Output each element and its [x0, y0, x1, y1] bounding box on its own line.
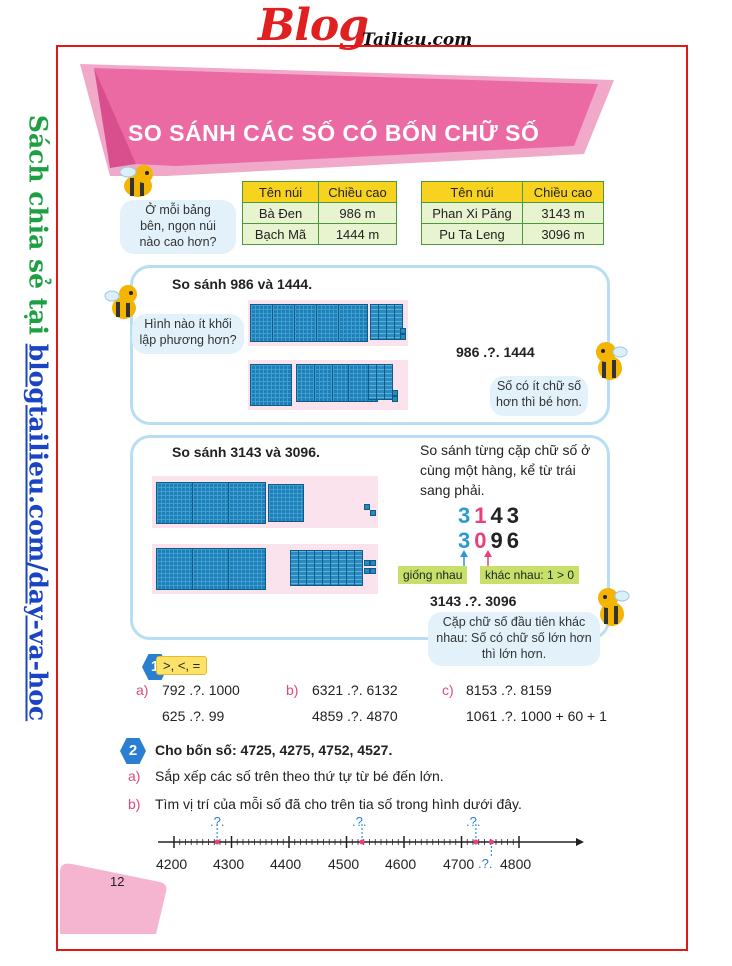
tick-label: 4500 [328, 856, 360, 872]
exercise-1c-item: 1061 .?. 1000 + 60 + 1 [466, 708, 607, 724]
diff-digits-label: khác nhau: 1 > 0 [480, 566, 580, 584]
page-corner [60, 863, 167, 934]
table-cell: 1444 m [318, 223, 397, 245]
exercise-2a-letter: a) [128, 768, 141, 784]
table-cell: Phan Xi Păng [421, 202, 523, 224]
exercise-2b-letter: b) [128, 796, 141, 812]
number-line [158, 838, 584, 846]
instruction-line: So sánh từng cặp chữ số ở [420, 442, 591, 458]
number-line-ticks [173, 824, 520, 856]
number-line-point [359, 839, 365, 845]
exercise-2-title: Cho bốn số: 4725, 4275, 4752, 4527. [155, 742, 393, 758]
panel-2-instruction: So sánh từng cặp chữ số ở cùng một hàng,… [420, 440, 590, 500]
table-cell: Pu Ta Leng [421, 223, 523, 245]
bubble-line: Hình nào ít khối [144, 317, 232, 331]
exercise-1c-item: 8153 .?. 8159 [466, 682, 552, 698]
instruction-line: cùng một hàng, kể từ trái [420, 462, 576, 478]
table-header: Chiều cao [522, 181, 604, 203]
exercise-1-tag: >, <, = [156, 656, 208, 675]
exercise-1b-item: 4859 .?. 4870 [312, 708, 398, 724]
exercise-1a-item: 625 .?. 99 [162, 708, 225, 724]
panel-1-title: So sánh 986 và 1444. [172, 276, 313, 292]
bubble-line: nào cao hơn? [139, 235, 217, 249]
exercise-1a-item: 792 .?. 1000 [162, 682, 240, 698]
page-title: SO SÁNH CÁC SỐ CÓ BỐN CHỮ SỐ [128, 120, 540, 146]
bubble-line: lập phương hơn? [139, 333, 237, 347]
bee-icon [596, 342, 628, 380]
table-cell: Bạch Mã [242, 223, 319, 245]
blocks-1444 [248, 360, 408, 410]
digit-thousands: 3 [458, 503, 475, 528]
number-3143: 3143 [458, 503, 523, 529]
bubble-line: Cặp chữ số đầu tiên khác [442, 615, 586, 629]
number-line-point [488, 839, 494, 845]
instruction-line: sang phải. [420, 482, 485, 498]
compare-panel-2 [130, 435, 610, 640]
exercise-1b-item: 6321 .?. 6132 [312, 682, 398, 698]
side-watermark-link[interactable]: blogtailieu.com/day-va-hoc [23, 343, 53, 722]
bubble-line: bên, ngọn núi [140, 219, 216, 233]
intro-question-bubble: Ở mỗi bảng bên, ngọn núi nào cao hơn? [120, 200, 236, 254]
panel-2-tip-bubble: Cặp chữ số đầu tiên khác nhau: Số có chữ… [428, 612, 600, 666]
bee-icon [119, 165, 153, 197]
page-number: 12 [110, 874, 125, 889]
panel-1-tip-bubble: Số có ít chữ số hơn thì bé hơn. [490, 376, 588, 416]
page-frame [56, 45, 688, 951]
exercise-1b-letter: b) [286, 682, 299, 698]
digit-hundreds: 0 [474, 528, 491, 553]
blocks-3143 [152, 476, 378, 528]
tick-label: 4400 [270, 856, 302, 872]
table-cell: Bà Đen [242, 202, 319, 224]
digit-rest: 96 [490, 528, 523, 553]
side-watermark: Sách chia sẻ tại blogtailieu.com/day-va-… [8, 108, 68, 728]
digit-hundreds: 1 [474, 503, 491, 528]
number-line-marker: .?. [478, 856, 493, 871]
bubble-line: nhau: Số có chữ số lớn hơn [436, 631, 592, 645]
table-cell: 3096 m [522, 223, 604, 245]
digit-thousands: 3 [458, 528, 475, 553]
bubble-line: thì lớn hơn. [481, 647, 547, 661]
tick-label: 4300 [213, 856, 245, 872]
panel-1-question-bubble: Hình nào ít khối lập phương hơn? [132, 314, 244, 354]
blocks-3096 [152, 544, 378, 594]
tick-label: 4800 [500, 856, 532, 872]
panel-2-title: So sánh 3143 và 3096. [172, 444, 320, 460]
title-banner [80, 64, 614, 176]
exercise-1a-letter: a) [136, 682, 149, 698]
table-cell: 3143 m [522, 202, 604, 224]
bubble-line: hơn thì bé hơn. [496, 395, 582, 409]
tick-label: 4600 [385, 856, 417, 872]
exercise-1c-letter: c) [442, 682, 454, 698]
table-header: Chiều cao [318, 181, 397, 203]
bee-icon [598, 588, 630, 626]
exercise-2b-text: Tìm vị trí của mỗi số đã cho trên tia số… [155, 796, 522, 812]
table-cell: 986 m [318, 202, 397, 224]
bubble-line: Ở mỗi bảng [145, 203, 211, 217]
number-line-marker: .?. [210, 814, 225, 829]
same-digits-label: giống nhau [398, 566, 468, 584]
tick-label: 4700 [443, 856, 475, 872]
tick-label: 4200 [156, 856, 188, 872]
number-line-point [214, 839, 220, 845]
panel-2-compare: 3143 .?. 3096 [430, 593, 517, 609]
number-line-marker: .?. [352, 814, 367, 829]
bubble-line: Số có ít chữ số [496, 379, 582, 393]
number-line-point [473, 839, 479, 845]
table-header: Tên núi [421, 181, 523, 203]
blocks-986 [248, 300, 408, 346]
exercise-2a-text: Sắp xếp các số trên theo thứ tự từ bé đế… [155, 768, 444, 784]
digit-rest: 43 [490, 503, 523, 528]
number-line-marker: .?. [466, 814, 481, 829]
side-watermark-text: Sách chia sẻ tại [23, 114, 53, 344]
panel-1-compare: 986 .?. 1444 [456, 344, 535, 360]
blog-logo: Blog [258, 0, 369, 51]
table-header: Tên núi [242, 181, 319, 203]
number-3096: 3096 [458, 528, 523, 554]
bee-icon [104, 285, 137, 319]
